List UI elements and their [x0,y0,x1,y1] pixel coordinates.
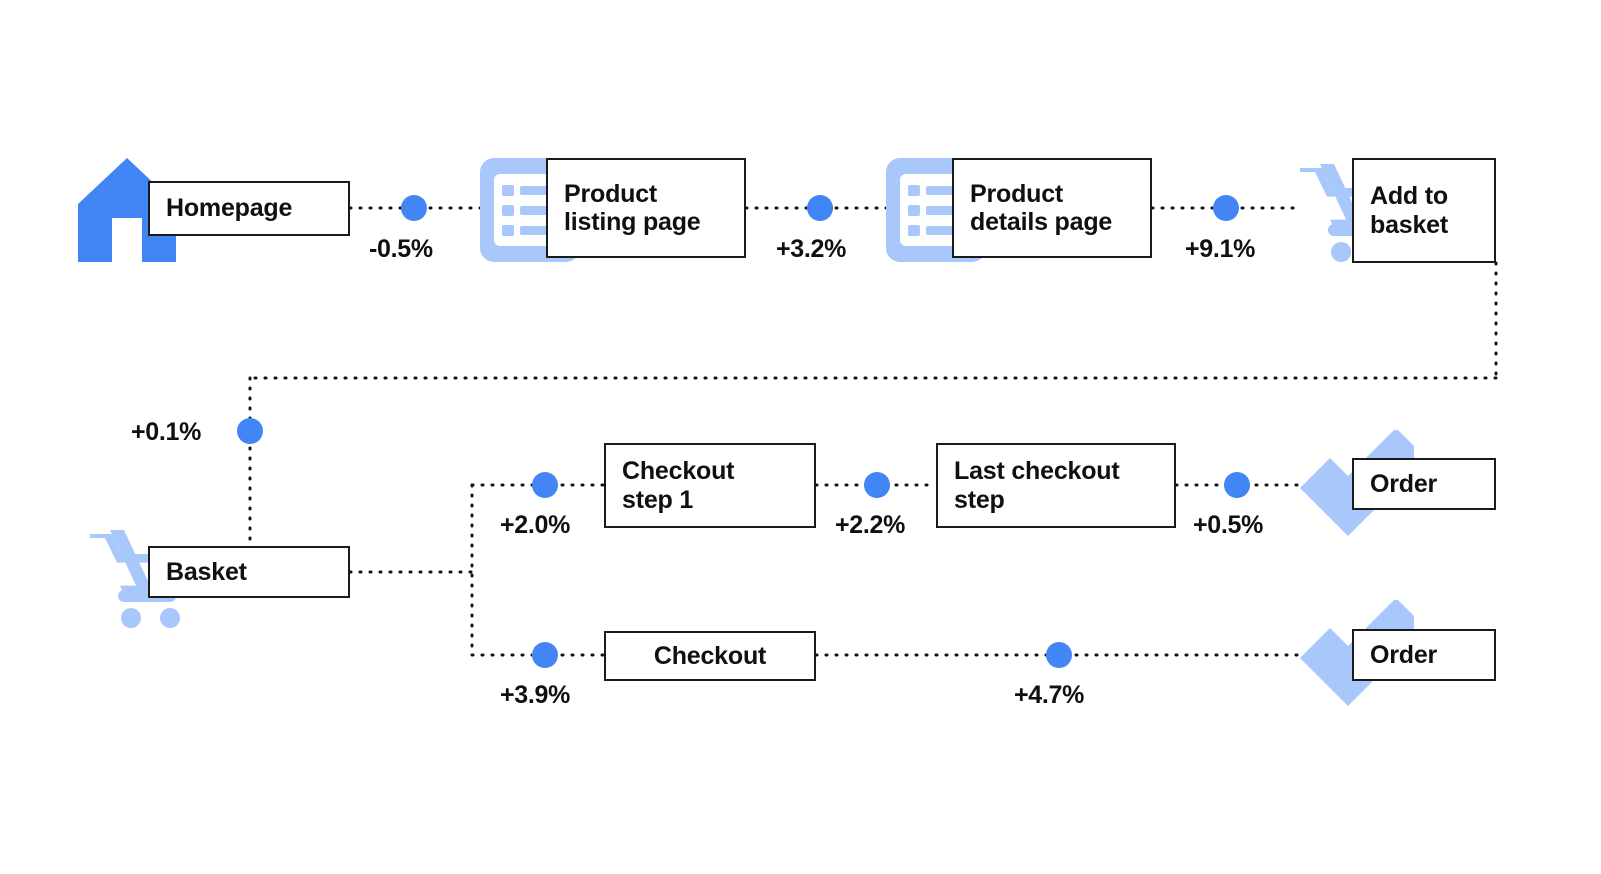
metric-dot [807,195,833,221]
metric-label: +3.9% [500,681,571,709]
node-product-details-page[interactable]: Product details page [952,158,1152,258]
metric-label: +2.2% [835,511,906,539]
node-checkout-step-1[interactable]: Checkout step 1 [604,443,816,528]
node-checkout[interactable]: Checkout [604,631,816,681]
metric-label: +4.7% [1014,681,1085,709]
node-order-top[interactable]: Order [1352,458,1496,510]
node-label: Basket [166,557,247,586]
node-label: Order [1370,640,1438,669]
node-homepage[interactable]: Homepage [148,181,350,236]
metric-label: +2.0% [500,511,571,539]
metric-dot [237,418,263,444]
node-label: Order [1370,469,1438,498]
shopping-cart-icon [88,528,196,628]
metric-dot [1213,195,1239,221]
metric-dot [532,472,558,498]
metric-label: +0.1% [131,418,202,446]
node-label: Product listing page [564,179,701,237]
node-label: Add to basket [1370,182,1449,239]
node-add-to-basket[interactable]: Add to basket [1352,158,1496,263]
metric-label: +3.2% [776,235,847,263]
metric-dot [864,472,890,498]
node-label: Homepage [166,194,293,223]
metric-dot [401,195,427,221]
metric-label: +9.1% [1185,235,1256,263]
node-basket[interactable]: Basket [148,546,350,598]
node-label: Product details page [970,179,1113,237]
metric-label: +0.5% [1193,511,1264,539]
metric-dot [1046,642,1072,668]
metric-label: -0.5% [369,235,433,263]
node-product-listing-page[interactable]: Product listing page [546,158,746,258]
node-label: Checkout [653,641,767,670]
node-order-bottom[interactable]: Order [1352,629,1496,681]
metric-dot [1224,472,1250,498]
node-label: Last checkout step [954,457,1120,514]
metric-dot [532,642,558,668]
node-last-checkout-step[interactable]: Last checkout step [936,443,1176,528]
node-label: Checkout step 1 [622,457,735,514]
